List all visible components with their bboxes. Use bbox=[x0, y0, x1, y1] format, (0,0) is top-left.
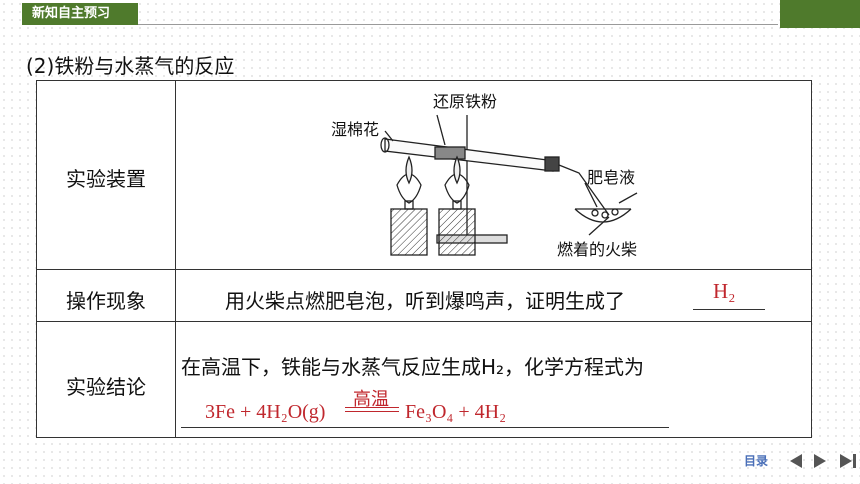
label-wet-cotton: 湿棉花 bbox=[331, 120, 379, 139]
conclusion-text: 在高温下，铁能与水蒸气反应生成H₂，化学方程式为 bbox=[181, 355, 645, 379]
section-tab: 新知自主预习 bbox=[22, 3, 138, 25]
row-label-apparatus: 实验装置 bbox=[66, 167, 146, 191]
phenomenon-text: 用火柴点燃肥皂泡，听到爆鸣声，证明生成了 bbox=[225, 289, 625, 313]
equation-arrow-line bbox=[345, 407, 399, 408]
equation-underline bbox=[181, 427, 669, 428]
equation-left: 3Fe + 4H₂O(g) bbox=[205, 401, 326, 423]
phenomenon-answer: H₂ bbox=[713, 279, 736, 303]
prev-page-icon[interactable] bbox=[790, 454, 802, 468]
header-accent-block bbox=[780, 0, 860, 28]
last-page-icon[interactable] bbox=[840, 454, 852, 468]
label-iron-powder: 还原铁粉 bbox=[433, 92, 497, 111]
experiment-table: 实验装置 操作现象 实验结论 bbox=[36, 80, 812, 438]
apparatus-diagram: 还原铁粉 湿棉花 肥皂液 燃着的火柴 bbox=[331, 92, 638, 259]
table-column-divider bbox=[175, 81, 176, 437]
next-page-icon[interactable] bbox=[814, 454, 826, 468]
answer-underline bbox=[693, 309, 765, 310]
last-page-bar bbox=[853, 454, 856, 468]
header-divider bbox=[138, 24, 778, 25]
row-label-phenomenon: 操作现象 bbox=[66, 289, 146, 313]
label-match: 燃着的火柴 bbox=[557, 240, 637, 259]
header: 新知自主预习 bbox=[0, 0, 860, 30]
equation-condition: 高温 bbox=[353, 389, 389, 410]
label-soap: 肥皂液 bbox=[587, 168, 635, 187]
section-title: (2)铁粉与水蒸气的反应 bbox=[26, 54, 235, 78]
row-label-conclusion: 实验结论 bbox=[66, 375, 146, 399]
equation-right: Fe₃O₄ + 4H₂ bbox=[405, 401, 507, 423]
equation-arrow-line bbox=[345, 411, 399, 412]
table-row-divider bbox=[37, 321, 811, 322]
table-row-divider bbox=[37, 269, 811, 270]
toc-link[interactable]: 目录 bbox=[744, 454, 769, 468]
